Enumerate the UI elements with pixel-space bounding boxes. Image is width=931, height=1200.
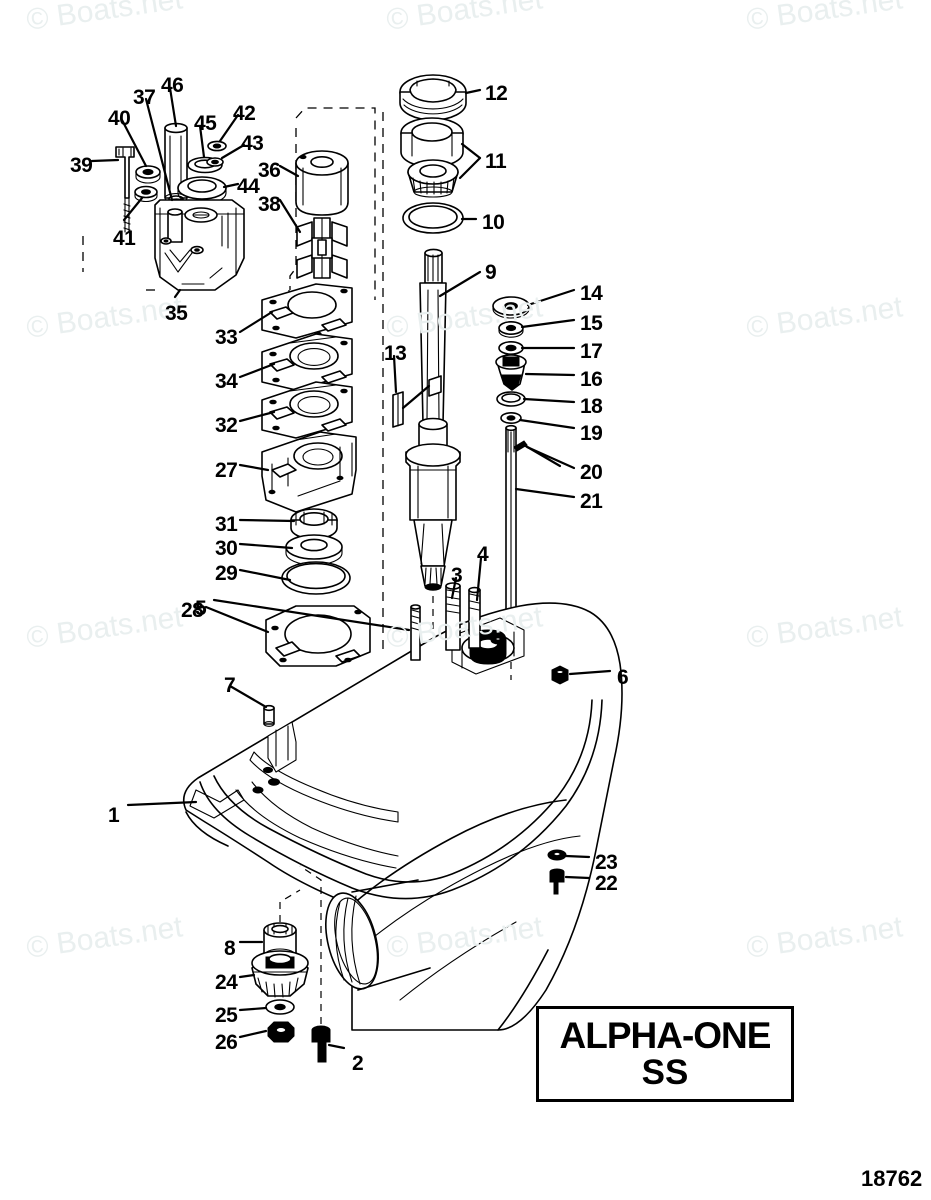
part-14-washer bbox=[492, 296, 530, 319]
part-11-bearing-cup bbox=[400, 117, 464, 168]
part-10-o-ring bbox=[402, 202, 464, 234]
callout-number-30[interactable]: 30 bbox=[215, 537, 238, 560]
part-22-screw bbox=[549, 868, 565, 895]
part-19-washer bbox=[500, 411, 522, 424]
callout-number-2[interactable]: 2 bbox=[352, 1052, 364, 1075]
part-33-gasket bbox=[261, 283, 353, 339]
part-25-washer bbox=[265, 999, 295, 1015]
part-12-bearing-race bbox=[399, 74, 467, 121]
callout-number-32[interactable]: 32 bbox=[215, 414, 238, 437]
callout-number-34[interactable]: 34 bbox=[215, 370, 238, 393]
part-8-bearing bbox=[263, 922, 297, 964]
part-34-face-plate bbox=[261, 333, 353, 391]
part-30-seal bbox=[285, 534, 343, 566]
part-23-washer bbox=[547, 849, 567, 861]
callout-number-7[interactable]: 7 bbox=[224, 674, 236, 697]
callout-number-40[interactable]: 40 bbox=[108, 107, 131, 130]
part-29-o-ring bbox=[281, 561, 351, 595]
callout-number-39[interactable]: 39 bbox=[70, 154, 93, 177]
callout-number-17[interactable]: 17 bbox=[580, 340, 603, 363]
callout-number-28[interactable]: 28 bbox=[181, 599, 204, 622]
callout-number-26[interactable]: 26 bbox=[215, 1031, 238, 1054]
part-40-washer bbox=[135, 165, 161, 184]
callout-number-36[interactable]: 36 bbox=[258, 159, 281, 182]
callout-number-29[interactable]: 29 bbox=[215, 562, 238, 585]
model-label-box: ALPHA-ONE SS bbox=[536, 1006, 794, 1102]
part-1-gear-housing bbox=[182, 602, 623, 1031]
callout-number-27[interactable]: 27 bbox=[215, 459, 238, 482]
callout-number-42[interactable]: 42 bbox=[233, 102, 256, 125]
part-44-seal bbox=[177, 176, 227, 205]
callout-number-22[interactable]: 22 bbox=[595, 872, 618, 895]
part-7-dowel-pin bbox=[263, 704, 275, 727]
part-5-stud bbox=[410, 604, 421, 661]
callout-number-20[interactable]: 20 bbox=[580, 461, 603, 484]
callout-number-16[interactable]: 16 bbox=[580, 368, 603, 391]
part-38-impeller bbox=[296, 217, 348, 279]
part-18-o-ring bbox=[496, 391, 526, 407]
part-26-nut bbox=[267, 1021, 295, 1043]
callout-number-33[interactable]: 33 bbox=[215, 326, 238, 349]
callout-number-38[interactable]: 38 bbox=[258, 193, 281, 216]
callout-number-44[interactable]: 44 bbox=[237, 175, 260, 198]
callout-number-12[interactable]: 12 bbox=[485, 82, 508, 105]
callout-number-15[interactable]: 15 bbox=[580, 312, 603, 335]
part-41-washer bbox=[134, 185, 158, 203]
part-31-bearing bbox=[290, 508, 338, 540]
callout-number-24[interactable]: 24 bbox=[215, 971, 238, 994]
part-11-bearing-cone bbox=[407, 159, 459, 198]
part-15-washer bbox=[498, 320, 524, 338]
model-label-line2: SS bbox=[641, 1053, 689, 1093]
part-27-pump-base bbox=[261, 431, 357, 513]
callout-number-6[interactable]: 6 bbox=[617, 666, 629, 689]
callout-number-19[interactable]: 19 bbox=[580, 422, 603, 445]
callout-number-41[interactable]: 41 bbox=[113, 227, 136, 250]
part-9-driveshaft bbox=[405, 248, 461, 591]
part-43-washer bbox=[206, 157, 224, 167]
callout-number-1[interactable]: 1 bbox=[108, 804, 120, 827]
part-32-gasket bbox=[261, 381, 353, 439]
callout-number-43[interactable]: 43 bbox=[241, 132, 264, 155]
callout-number-45[interactable]: 45 bbox=[194, 112, 217, 135]
part-17-bushing bbox=[498, 340, 524, 355]
callout-number-14[interactable]: 14 bbox=[580, 282, 603, 305]
callout-number-5[interactable]: 5 bbox=[195, 597, 207, 620]
callout-number-46[interactable]: 46 bbox=[161, 74, 184, 97]
part-2-drain-screw bbox=[311, 1025, 331, 1063]
callout-number-13[interactable]: 13 bbox=[384, 342, 407, 365]
callout-number-4[interactable]: 4 bbox=[477, 543, 489, 566]
diagram-number: 18762 bbox=[861, 1166, 923, 1191]
callout-number-31[interactable]: 31 bbox=[215, 513, 238, 536]
part-24-pinion-gear bbox=[251, 950, 309, 998]
callout-number-3[interactable]: 3 bbox=[451, 564, 463, 587]
callout-number-25[interactable]: 25 bbox=[215, 1004, 238, 1027]
callout-number-23[interactable]: 23 bbox=[595, 851, 618, 874]
callout-number-35[interactable]: 35 bbox=[165, 302, 188, 325]
part-6-nut bbox=[551, 665, 569, 685]
callout-number-18[interactable]: 18 bbox=[580, 395, 603, 418]
callout-number-37[interactable]: 37 bbox=[133, 86, 156, 109]
callout-number-8[interactable]: 8 bbox=[224, 937, 236, 960]
callout-number-10[interactable]: 10 bbox=[482, 211, 505, 234]
model-label-line1: ALPHA-ONE bbox=[559, 1015, 772, 1057]
part-16-shift-cam-housing bbox=[495, 354, 527, 391]
leader-lines bbox=[90, 86, 612, 1050]
part-42-washer bbox=[207, 140, 227, 152]
callout-number-21[interactable]: 21 bbox=[580, 490, 603, 513]
part-20-pin bbox=[513, 440, 562, 468]
callout-number-9[interactable]: 9 bbox=[485, 261, 497, 284]
callout-number-11[interactable]: 11 bbox=[485, 150, 507, 173]
part-36-pump-insert bbox=[295, 150, 349, 216]
part-13-key bbox=[392, 384, 431, 428]
part-35-pump-body bbox=[154, 199, 245, 291]
